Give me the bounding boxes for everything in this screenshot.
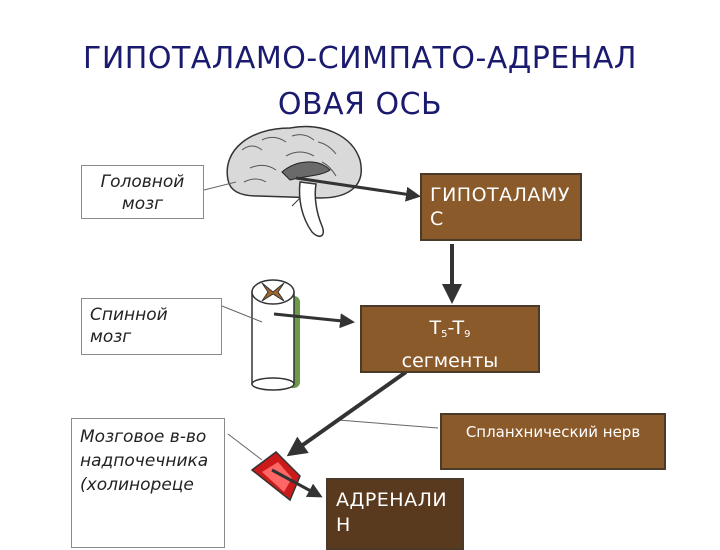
- title-line-1: ГИПОТАЛАМО-СИМПАТО-АДРЕНАЛ: [83, 41, 637, 76]
- box-adrenaline: АДРЕНАЛИН: [326, 478, 464, 550]
- arrow-segments-to-adrenal: [286, 370, 408, 457]
- segments-range: T5-T9: [362, 315, 538, 348]
- spinal-leader-line: [221, 305, 263, 323]
- adrenal-gland-icon: [250, 451, 301, 502]
- box-splanchnic-nerve-text: Спланхнический нерв: [465, 423, 641, 441]
- brain-icon: [226, 125, 362, 237]
- box-segments: T5-T9 сегменты: [360, 305, 540, 373]
- title-line-2: ОВАЯ ОСЬ: [277, 87, 443, 122]
- box-hypothalamus-text: ГИПОТАЛАМУС: [430, 184, 570, 230]
- label-adrenal-medulla-text: Мозговое в-во надпочечника (холинореце: [80, 427, 209, 495]
- label-adrenal-medulla: Мозговое в-во надпочечника (холинореце: [71, 418, 225, 548]
- segments-word: сегменты: [401, 350, 499, 372]
- segments-t2: -T: [447, 317, 465, 339]
- label-spinal-cord: Спинной мозг: [81, 298, 222, 355]
- box-hypothalamus: ГИПОТАЛАМУС: [420, 173, 582, 241]
- spinal-cord-icon: [251, 279, 300, 391]
- brain-leader-line: [203, 181, 237, 191]
- segments-t1: T: [429, 317, 442, 339]
- label-brain: Головной мозг: [81, 165, 204, 219]
- box-splanchnic-nerve: Спланхнический нерв: [440, 413, 666, 470]
- arrow-adrenal-to-adrenaline: [271, 468, 323, 498]
- arrow-brain-to-hypothalamus: [295, 176, 421, 202]
- label-spinal-cord-text: Спинной мозг: [90, 305, 168, 347]
- label-brain-text: Головной мозг: [100, 172, 185, 214]
- adrenal-leader-line: [227, 433, 263, 461]
- splanchnic-leader-line: [337, 419, 439, 429]
- page-title: ГИПОТАЛАМО-СИМПАТО-АДРЕНАЛ ОВАЯ ОСЬ: [0, 36, 720, 128]
- segments-sub-5: 5: [441, 329, 448, 340]
- segments-sub-9: 9: [464, 329, 471, 340]
- box-adrenaline-text: АДРЕНАЛИН: [336, 489, 448, 536]
- arrow-spinal-to-segments: [273, 312, 355, 329]
